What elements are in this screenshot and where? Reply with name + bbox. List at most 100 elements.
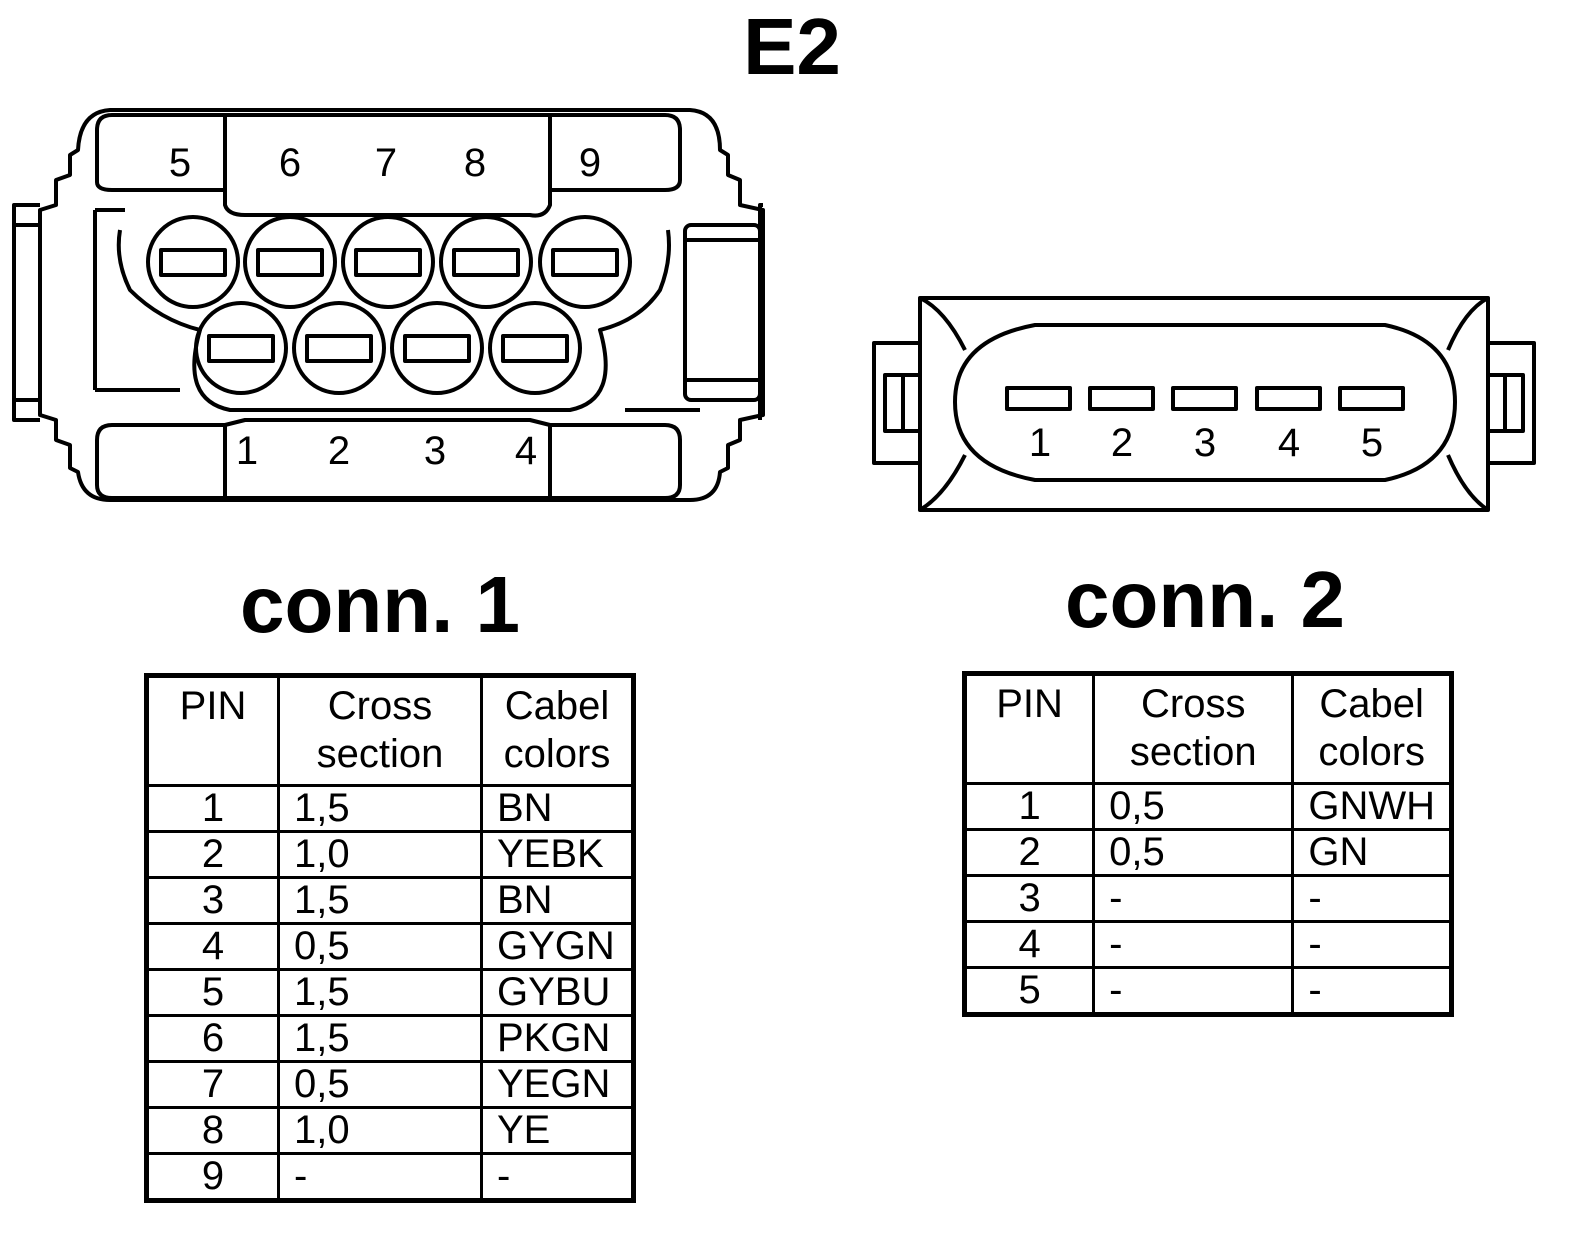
connector-1-top-tab-middle	[223, 113, 552, 218]
pin-cell: 5	[145, 968, 280, 1017]
pin-cell: 9	[145, 1152, 280, 1202]
connector-1-pin-label: 8	[464, 141, 486, 185]
cable-color-cell: -	[1291, 874, 1453, 923]
connector-1-pin-label: 7	[375, 141, 397, 185]
pin-cell: 2	[145, 830, 280, 879]
pin-cell: 1	[145, 784, 280, 833]
pin-cell: 2	[962, 828, 1096, 877]
cable-color-cell: -	[480, 1152, 635, 1202]
connector-1-bottom-tab-right	[548, 423, 682, 500]
cable-color-cell: GNWH	[1291, 782, 1453, 831]
table-row: 9--	[145, 1152, 635, 1202]
connector-1-pin-label: 3	[424, 429, 446, 473]
connector-2-pin-label: 5	[1361, 421, 1383, 465]
diagram-title: E2	[743, 2, 841, 91]
cable-color-cell: BN	[480, 784, 635, 833]
header-color-line-1: Cabel	[504, 684, 610, 728]
header-color-line-2: colors	[503, 732, 611, 776]
connector-1-pin-label: 6	[279, 141, 301, 185]
header-color-line-1: Cabel	[1319, 682, 1424, 726]
connector-1-inner-cavity	[116, 229, 671, 412]
connector-1-bottom-tab-middle	[223, 418, 552, 500]
cable-color-cell: -	[1291, 966, 1453, 1016]
connector-2-pin-labels: 1 2 3 4 5	[1029, 421, 1383, 465]
connector-1-pin-label: 2	[328, 429, 350, 473]
pin-cell: 6	[145, 1014, 280, 1063]
connector-1-pin-label: 9	[579, 141, 601, 185]
cross-section-cell: -	[1092, 920, 1295, 969]
header-cross-line-1: Cross	[1141, 682, 1246, 726]
cross-section-cell: -	[277, 1152, 483, 1202]
cross-section-cell: 1,5	[277, 1014, 483, 1063]
cross-section-cell: 0,5	[277, 922, 483, 971]
pin-cell: 4	[145, 922, 280, 971]
connector-2-pin-5	[1338, 386, 1405, 411]
connector-1-socket-6	[243, 215, 337, 309]
connector-1-socket-5	[146, 215, 240, 309]
connector-2-pin-label: 1	[1029, 421, 1051, 465]
connector-1-top-tab-right	[548, 113, 682, 192]
cable-color-cell: PKGN	[480, 1014, 635, 1063]
cable-color-cell: YEGN	[480, 1060, 635, 1109]
cross-section-cell: 1,5	[277, 784, 483, 833]
cross-section-cell: -	[1092, 966, 1295, 1016]
connector-1-pin-label: 4	[515, 429, 537, 473]
connector-1-pin-labels: 5 6 7 8 9 1 2 3 4	[169, 141, 601, 473]
table-row: 3--	[962, 874, 1453, 923]
connector-2-pin-label: 2	[1111, 421, 1133, 465]
connector-2-right-latch	[1488, 341, 1536, 465]
cable-color-cell: BN	[480, 876, 635, 925]
connector-2-drawing	[872, 296, 1536, 512]
cross-section-cell: 1,0	[277, 830, 483, 879]
header-cross-line-2: section	[1129, 730, 1257, 774]
connector-1-title: conn. 1	[239, 560, 521, 649]
pin-cell: 7	[145, 1060, 280, 1109]
cross-section-cell: 1,0	[277, 1106, 483, 1155]
connector-1-socket-8	[439, 215, 533, 309]
connector-1-socket-4	[488, 301, 582, 395]
cross-section-cell: 0,5	[277, 1060, 483, 1109]
pin-cell: 3	[145, 876, 280, 925]
connector-2-pin-2	[1088, 386, 1155, 411]
pin-cell: 1	[962, 782, 1096, 831]
connector-1-socket-3	[390, 301, 484, 395]
header-color-line-2: colors	[1318, 730, 1426, 774]
connector-2-left-latch	[872, 341, 920, 465]
connector-1-pin-label: 5	[169, 141, 191, 185]
cable-color-cell: -	[1291, 920, 1453, 969]
connector-2-pin-3	[1171, 386, 1238, 411]
connector-2-inner-cavity	[953, 323, 1457, 482]
cable-color-cell: GYBU	[480, 968, 635, 1017]
cross-section-cell: -	[1092, 874, 1295, 923]
header-cross-line-2: section	[316, 732, 444, 776]
cross-section-cell: 1,5	[277, 876, 483, 925]
cable-color-cell: YEBK	[480, 830, 635, 879]
connector-2-pin-label: 4	[1278, 421, 1300, 465]
header-pin: PIN	[962, 672, 1096, 785]
connector-2-pin-1	[1005, 386, 1072, 411]
cross-section-cell: 1,5	[277, 968, 483, 1017]
connector-1-drawing	[12, 108, 765, 502]
header-pin: PIN	[145, 674, 280, 787]
connector-2-pin-4	[1255, 386, 1322, 411]
connector-1-housing	[38, 108, 765, 502]
cross-section-cell: 0,5	[1092, 828, 1295, 877]
header-cross-line-1: Cross	[327, 684, 433, 728]
